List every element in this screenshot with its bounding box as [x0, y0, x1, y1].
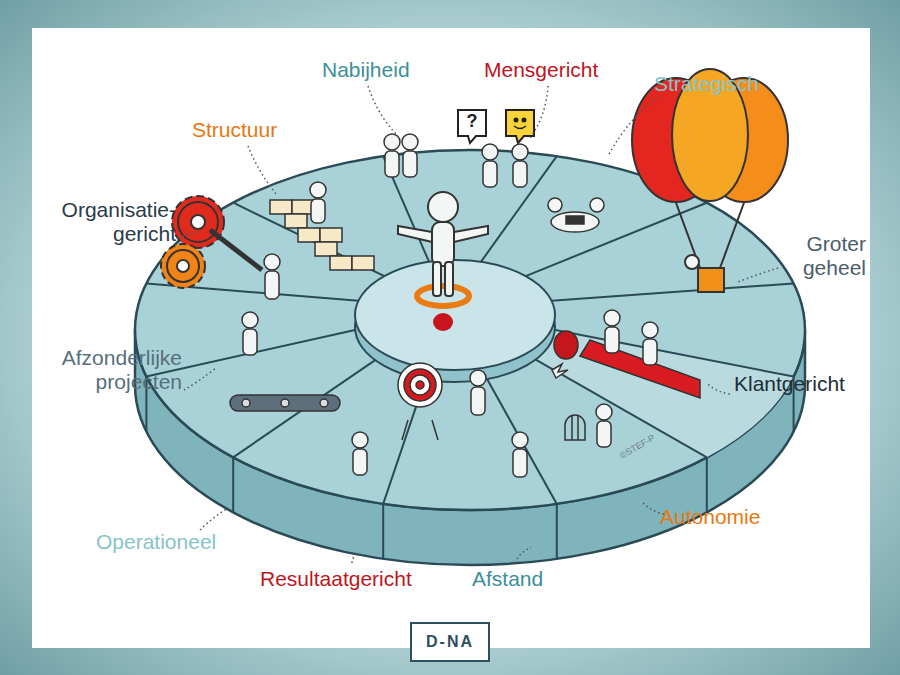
label-holder: Resultaatgericht — [260, 567, 412, 591]
segment-label: Nabijheid — [322, 58, 410, 82]
label-holder: Organisatie- gericht — [42, 198, 176, 246]
segment-label: Autonomie — [660, 505, 760, 529]
segment-label: Afstand — [472, 567, 543, 591]
label-holder: Afstand — [472, 567, 543, 591]
segment-label: Afzonderlijke projecten — [30, 346, 182, 394]
label-holder: Operationeel — [96, 530, 216, 554]
bubble-symbol: ? — [458, 111, 486, 132]
label-holder: Strategisch — [654, 72, 759, 96]
logo-box: D-NA — [410, 622, 490, 662]
segment-label: Groter geheel — [784, 232, 866, 280]
logo-text: D-NA — [426, 633, 474, 651]
label-holder: Klantgericht — [734, 372, 845, 396]
label-holder: Nabijheid — [322, 58, 410, 82]
segment-label: Organisatie- gericht — [42, 198, 176, 246]
label-holder: Groter geheel — [784, 232, 866, 280]
label-holder: Structuur — [192, 118, 277, 142]
label-holder: Afzonderlijke projecten — [30, 346, 182, 394]
label-holder: Autonomie — [660, 505, 760, 529]
label-holder: ? — [458, 111, 486, 132]
label-holder: Mensgericht — [484, 58, 598, 82]
segment-label: Structuur — [192, 118, 277, 142]
segment-label: Resultaatgericht — [260, 567, 412, 591]
segment-label: Mensgericht — [484, 58, 598, 82]
watermark: ©STEF-P — [618, 433, 657, 461]
segment-label: Klantgericht — [734, 372, 845, 396]
label-holder: ©STEF-P — [618, 452, 657, 462]
segment-label: Operationeel — [96, 530, 216, 554]
segment-label: Strategisch — [654, 72, 759, 96]
